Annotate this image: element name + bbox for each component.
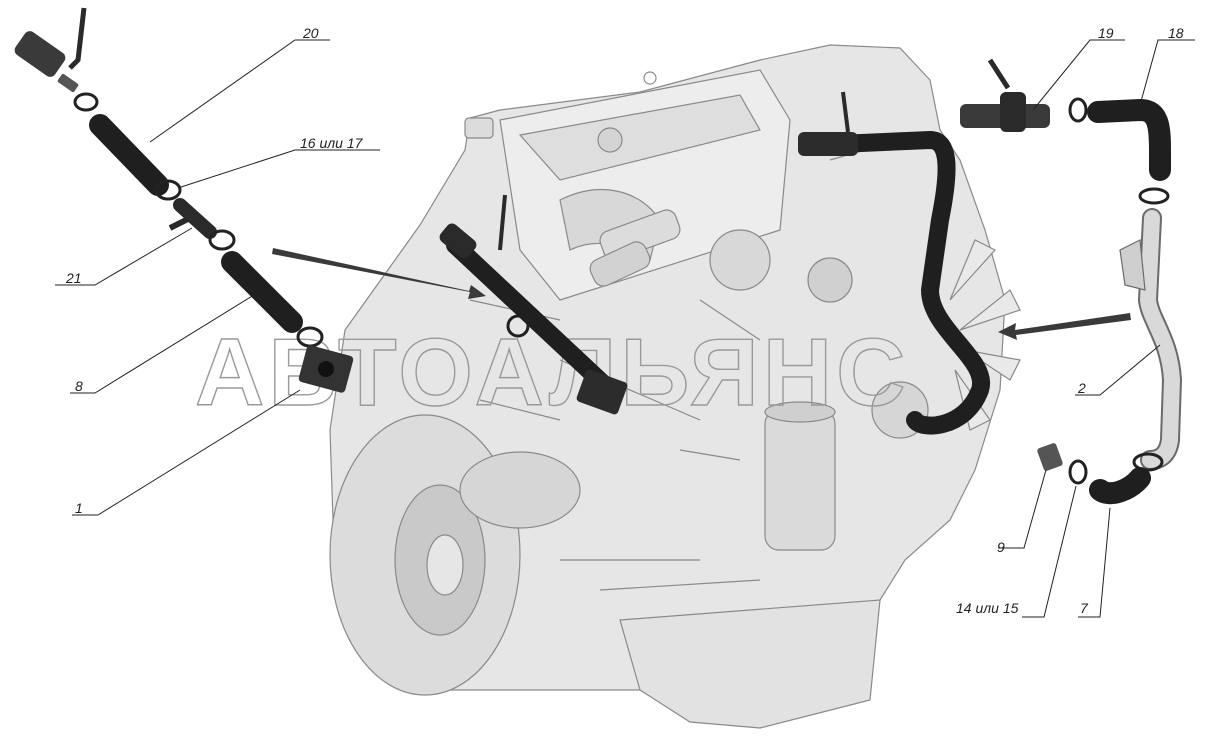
left-exploded-parts xyxy=(14,7,354,393)
callout-21: 21 xyxy=(65,270,82,286)
clamp-16-17-lower xyxy=(208,229,236,251)
starter-housing xyxy=(459,451,581,529)
heater-tap-fitting xyxy=(798,132,858,156)
callout-16-17: 16 или 17 xyxy=(300,135,364,151)
left-valve xyxy=(14,31,66,77)
right-exploded-parts xyxy=(960,58,1183,505)
callout-9: 9 xyxy=(997,539,1005,555)
engine-outlet-hose-assembly xyxy=(439,194,628,415)
callout-18: 18 xyxy=(1168,25,1184,41)
hose-8 xyxy=(221,251,303,333)
oil-pan xyxy=(619,599,881,729)
leader-7 xyxy=(1078,507,1111,618)
engine-valve xyxy=(439,223,477,259)
callout-14-15: 14 или 15 xyxy=(956,600,1019,616)
callout-8: 8 xyxy=(75,378,83,394)
clamp-16-17-upper xyxy=(154,179,182,201)
pipe-2-bracket xyxy=(1119,239,1146,291)
engine-block xyxy=(329,44,1021,729)
left-valve-handle xyxy=(68,7,87,70)
engine-hose-clamp xyxy=(506,314,530,338)
callout-2: 2 xyxy=(1077,380,1086,396)
leader-9 xyxy=(998,469,1047,549)
arrow-right-to-engine xyxy=(998,313,1131,340)
hose-7 xyxy=(1089,467,1151,505)
heater-tap-handle xyxy=(841,91,850,133)
turbocharger xyxy=(709,229,771,291)
leader-16-17 xyxy=(177,149,380,189)
leader-14-15 xyxy=(1022,485,1077,618)
heater-return-hose-assembly xyxy=(798,91,991,435)
oil-filter xyxy=(764,409,836,551)
tap-19-handle xyxy=(987,58,1011,90)
callout-labels: 20 16 или 17 21 8 1 19 18 2 9 14 или 15 … xyxy=(65,25,1184,616)
hose-20 xyxy=(89,114,169,196)
right-upper-clamp xyxy=(1068,97,1088,123)
leader-18 xyxy=(1139,39,1195,106)
leader-1 xyxy=(72,389,301,516)
leader-19 xyxy=(1032,39,1125,111)
leader-20 xyxy=(149,39,330,143)
callout-20: 20 xyxy=(302,25,319,41)
fitting-9 xyxy=(1037,443,1063,471)
leader-2 xyxy=(1075,344,1161,396)
heater-return-hose xyxy=(806,130,991,435)
leader-8 xyxy=(70,289,263,394)
hose-18 xyxy=(1087,98,1171,181)
pointer-arrows xyxy=(272,248,1131,340)
leader-21 xyxy=(55,227,193,286)
callout-1: 1 xyxy=(75,500,83,516)
callout-19: 19 xyxy=(1098,25,1114,41)
engine-outlet-flange xyxy=(576,369,628,415)
leader-lines xyxy=(55,39,1195,618)
right-lower-clamp xyxy=(1132,452,1164,472)
engine-outlet-hose xyxy=(446,236,619,399)
right-mid-clamp xyxy=(1138,187,1170,205)
callout-7: 7 xyxy=(1080,600,1089,616)
adapter-21 xyxy=(173,198,217,239)
clamp-14-15 xyxy=(1068,459,1088,485)
arrow-left-to-engine xyxy=(272,248,486,299)
engine-valve-handle xyxy=(498,194,507,251)
left-upper-clamp xyxy=(73,92,99,112)
